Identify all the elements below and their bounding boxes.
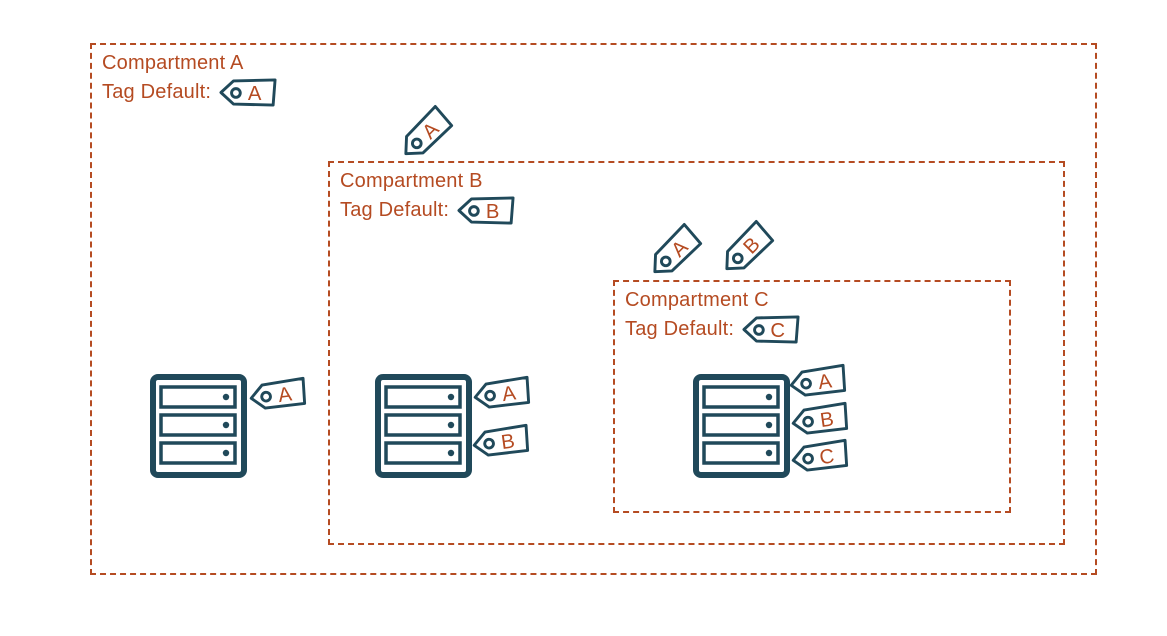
compartment-a-label: Compartment A Tag Default: A (102, 50, 277, 108)
inherited-tag-icon-c-b: B (716, 220, 776, 279)
applied-tag-icon-server3-b: B (789, 401, 851, 438)
compartment-a-box: Compartment A Tag Default: A (90, 43, 1097, 575)
compartment-b-label: Compartment B Tag Default: B (340, 168, 515, 226)
tag-letter: A (248, 83, 262, 105)
applied-tag-icon-server2-b: B (470, 423, 532, 460)
compartment-c-box: Compartment C Tag Default: C (613, 280, 1011, 513)
applied-tag-icon-server3-c: C (789, 438, 851, 475)
applied-tag-icon-server2-a: A (471, 375, 533, 412)
inherited-tag-icon-c-a: A (644, 223, 704, 282)
default-tag-icon-a: A (219, 78, 277, 107)
compartment-a-title: Compartment A (102, 52, 244, 74)
default-tag-icon-c: C (742, 315, 800, 344)
applied-tag-icon-server3-a: A (787, 363, 849, 400)
compartment-c-tag-default-label: Tag Default: (625, 318, 735, 340)
inherited-tag-icon-b-a: A (395, 105, 455, 164)
tag-letter: B (500, 430, 516, 454)
compartment-c-title: Compartment C (625, 289, 769, 311)
tag-letter: B (486, 201, 500, 223)
compartment-b-title: Compartment B (340, 170, 483, 192)
tag-letter: C (770, 320, 785, 342)
tag-letter: A (277, 383, 294, 407)
default-tag-icon-b: B (457, 196, 515, 225)
tag-letter: C (818, 445, 836, 469)
tag-letter: B (819, 408, 835, 432)
server-icon-compartment-c (693, 374, 790, 478)
applied-tag-icon-server1-a: A (247, 376, 309, 413)
compartment-c-label: Compartment C Tag Default: C (625, 287, 800, 345)
server-icon-compartment-b (375, 374, 472, 478)
compartment-b-box: Compartment B Tag Default: B (328, 161, 1065, 545)
tag-letter: A (501, 382, 518, 406)
tag-letter: A (817, 370, 834, 394)
compartment-a-tag-default-label: Tag Default: (102, 81, 212, 103)
compartment-b-tag-default-label: Tag Default: (340, 199, 450, 221)
server-icon-compartment-a (150, 374, 247, 478)
